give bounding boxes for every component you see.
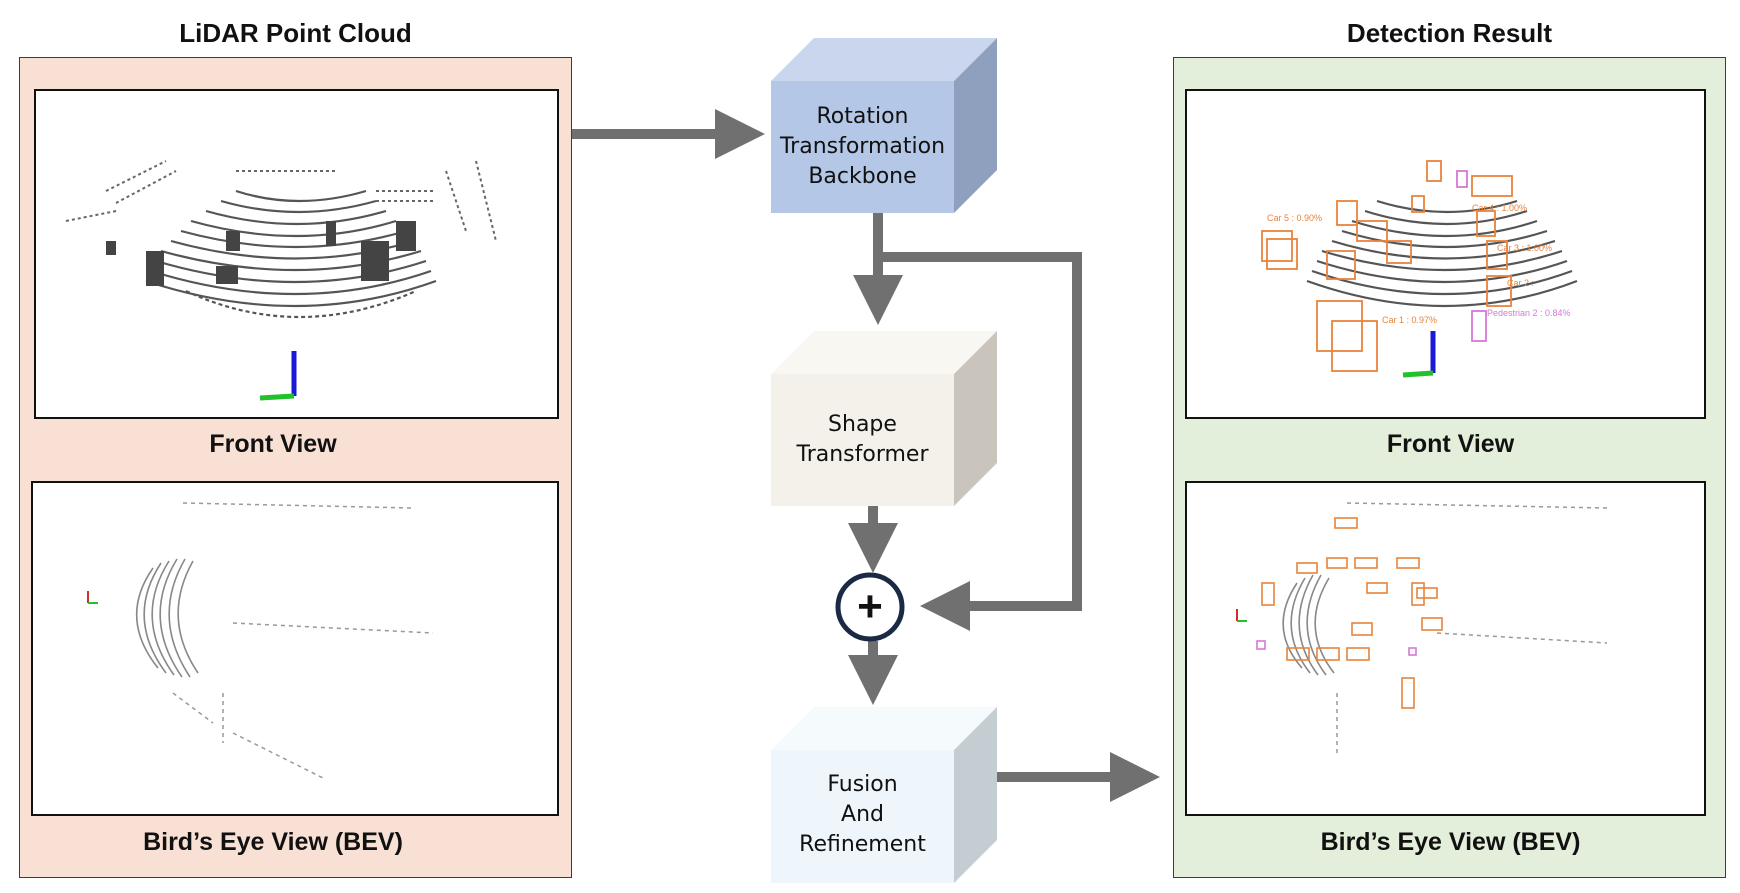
lidar-input-panel: Front View Bird’s Eye View (BEV): [19, 57, 572, 878]
y-axis-marker: [259, 393, 295, 401]
pipeline-arrows: [572, 109, 1160, 802]
fusion-line-1: Fusion: [827, 772, 898, 797]
plus-icon: +: [857, 582, 883, 631]
rotation-line-1: Rotation: [816, 104, 909, 129]
right-panel-title: Detection Result: [1346, 18, 1553, 48]
det-label-car4: Car 4 : 1.00%: [1472, 203, 1527, 213]
shape-transformer-block: [771, 331, 997, 506]
bev-orange-boxes: [1261, 517, 1443, 709]
fusion-block-label: Fusion And Refinement: [771, 770, 954, 860]
right-y-axis-marker: [1402, 370, 1434, 378]
shape-line-1: Shape: [828, 412, 897, 437]
left-front-view-image: [34, 89, 559, 419]
front-objects: [106, 221, 416, 286]
right-front-view-label: Front View: [1386, 430, 1515, 458]
right-front-point-cloud: Car 5 : 0.90% Car 4 : 1.00% Car 3 : 1.00…: [1261, 160, 1578, 378]
rotation-backbone-block: [771, 38, 997, 213]
shape-block-label: Shape Transformer: [771, 410, 954, 470]
det-label-car3: Car 3 : 1.00%: [1497, 243, 1552, 253]
bev-magenta-boxes: [1256, 640, 1417, 656]
detection-result-panel: Car 5 : 0.90% Car 4 : 1.00% Car 3 : 1.00…: [1173, 57, 1726, 878]
left-bev-image: [31, 481, 559, 816]
orange-detection-boxes: [1261, 160, 1513, 372]
det-label-car2: Car 2 :: [1507, 278, 1534, 288]
left-bev-label: Bird’s Eye View (BEV): [143, 828, 403, 856]
sum-node: +: [835, 572, 905, 642]
fusion-refinement-block: [771, 707, 997, 883]
skip-connection-arrow: [878, 252, 1082, 631]
magenta-detection-boxes: [1456, 170, 1487, 342]
right-bev-image: [1185, 481, 1706, 816]
right-bev-road-lines: [1336, 502, 1608, 753]
left-bev-point-cloud: [87, 502, 434, 779]
right-front-view-image: Car 5 : 0.90% Car 4 : 1.00% Car 3 : 1.00…: [1185, 89, 1706, 419]
det-label-car5: Car 5 : 0.90%: [1267, 213, 1322, 223]
front-detection-labels: Car 5 : 0.90% Car 4 : 1.00% Car 3 : 1.00…: [1267, 203, 1552, 325]
right-front-scan-rings: [1306, 199, 1578, 308]
rotation-line-3: Backbone: [808, 164, 917, 189]
det-label-pedestrian2: Pedestrian 2 : 0.84%: [1487, 308, 1571, 318]
left-panel-title: LiDAR Point Cloud: [179, 18, 412, 48]
right-bev-label: Bird’s Eye View (BEV): [1320, 828, 1581, 856]
rotation-block-label: Rotation Transformation Backbone: [771, 102, 954, 192]
shape-line-2: Transformer: [796, 442, 929, 467]
fusion-line-2: And: [841, 802, 884, 827]
rotation-line-2: Transformation: [779, 134, 946, 159]
right-bev-point-cloud: [1236, 502, 1608, 753]
left-front-view-label: Front View: [209, 430, 337, 458]
det-label-car1: Car 1 : 0.97%: [1382, 315, 1437, 325]
bev-road-lines: [172, 502, 434, 779]
fusion-line-3: Refinement: [799, 832, 926, 857]
bev-scan-arcs: [135, 558, 199, 678]
front-scan-rings: [145, 189, 437, 319]
front-far-lines: [65, 160, 497, 242]
left-front-point-cloud: [65, 160, 497, 401]
